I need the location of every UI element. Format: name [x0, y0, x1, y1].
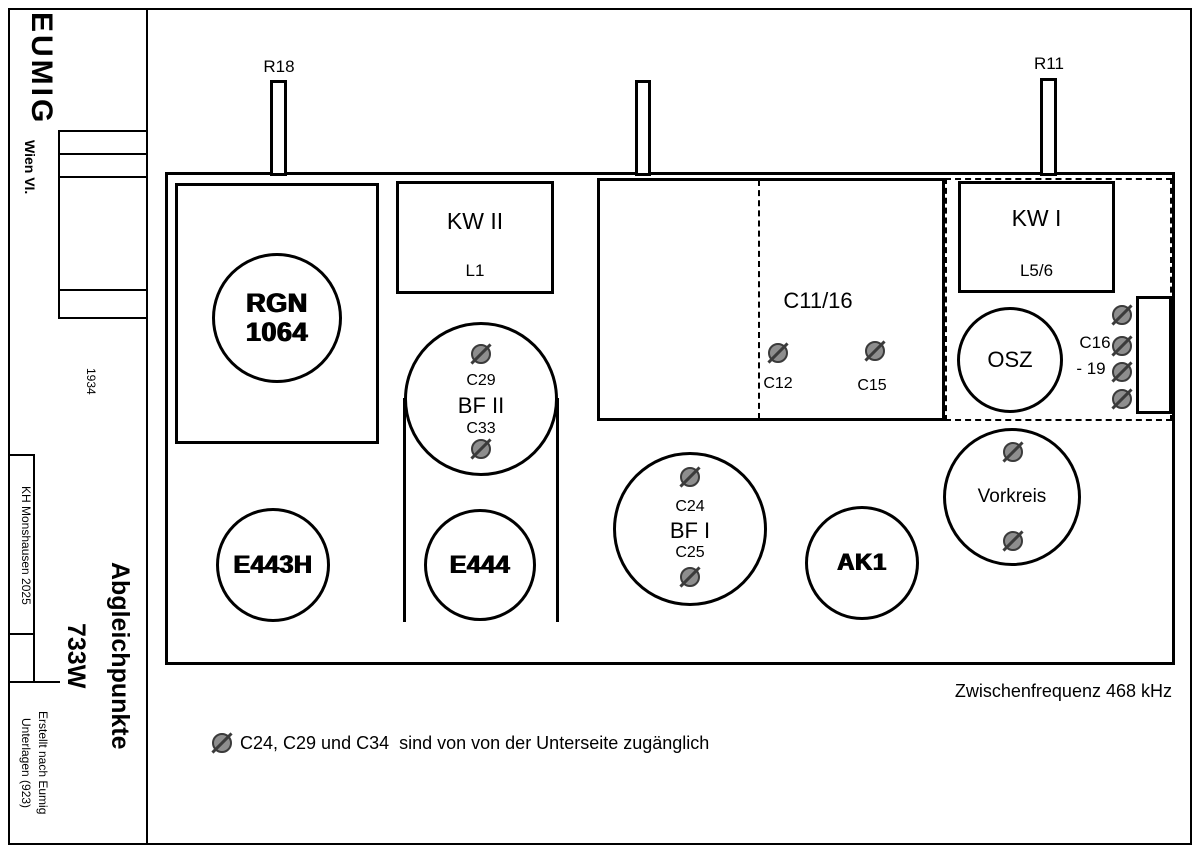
kw1-coil-label: KW I: [1011, 205, 1062, 231]
center-post: [635, 80, 651, 176]
adjustment-screw-icon-c24: [680, 467, 700, 487]
titleblock-divider-line: [58, 130, 147, 132]
credit-note: Erstellt nach Eumig Unterlagen (923): [17, 686, 51, 840]
adjustment-screw-icon-c15: [865, 341, 885, 361]
titleblock-divider-line: [8, 633, 35, 635]
titleblock-divider-line: [58, 153, 147, 155]
adjustment-screw-icon-c17: [1112, 336, 1132, 356]
adjustment-screw-icon-c19: [1112, 389, 1132, 409]
resistor-r18: [270, 80, 287, 176]
c16-19-label-line1: C16: [1079, 333, 1111, 352]
kw2-coil-label: KW II: [446, 208, 504, 234]
c33-label: C33: [466, 420, 496, 437]
tube-ak1: AK1: [805, 506, 919, 620]
author-name: KH Monshausen 2025: [19, 485, 33, 605]
drawing-title-line-1: Abgleichpunkte: [106, 562, 134, 750]
adjustment-screw-icon-legend: [212, 733, 232, 753]
resistor-r11-label: R11: [1034, 54, 1064, 73]
c24-label: C24: [675, 498, 705, 515]
adjustment-screw-icon-c16: [1112, 305, 1132, 325]
bf2-shield-line-right: [556, 398, 559, 622]
tube-bf2-label: BF II: [457, 393, 505, 418]
c1116-capacitor-box: [597, 178, 945, 421]
kw1-coil-sublabel: L5/6: [1019, 261, 1054, 280]
tube-bf1-label: BF I: [669, 518, 711, 543]
bf2-shield-line-left: [403, 398, 406, 622]
drawing-year: 1934: [84, 368, 98, 395]
rgn1064-box: [175, 183, 379, 444]
chassis-outline: [165, 172, 1175, 665]
c15-label: C15: [857, 377, 887, 394]
c29-label: C29: [466, 372, 496, 389]
titleblock-divider-line: [58, 289, 147, 291]
credit-line-2: Unterlagen (923): [19, 717, 33, 809]
titleblock-divider-line: [58, 130, 60, 319]
company-name: EUMIG: [25, 12, 58, 126]
titleblock-right-divider: [146, 8, 148, 845]
adjustment-screw-icon-vorkreis-top: [1003, 442, 1023, 462]
resistor-r11: [1040, 78, 1057, 176]
tube-osz: OSZ: [957, 307, 1063, 413]
titleblock-divider-line: [58, 317, 147, 319]
titleblock-divider-line: [58, 176, 147, 178]
c25-label: C25: [675, 544, 705, 561]
tube-e443h: E443H: [216, 508, 330, 622]
c16-19-label-line2: - 19: [1076, 359, 1106, 378]
legend-note: C24, C29 und C34 sind von von der Unters…: [240, 733, 710, 753]
resistor-r18-label: R18: [263, 57, 295, 76]
adjustment-screw-icon-c33: [471, 439, 491, 459]
tube-e444-label: E444: [449, 550, 511, 579]
adjustment-screw-icon-c25: [680, 567, 700, 587]
drawing-title: Abgleichpunkte 733W: [54, 540, 142, 772]
adjustment-screw-icon-c18: [1112, 362, 1132, 382]
adjustment-screw-icon-c12: [768, 343, 788, 363]
tube-e444: E444: [424, 509, 536, 621]
tube-osz-label: OSZ: [987, 347, 1033, 372]
kw1-coil-box: [958, 181, 1115, 293]
c1116-divider-dashed: [758, 180, 760, 419]
credit-line-1: Erstellt nach Eumig: [36, 711, 50, 815]
intermediate-frequency-note: Zwischenfrequenz 468 kHz: [954, 681, 1172, 701]
tube-rgn1064-label-line1: RGN: [246, 288, 308, 318]
adjustment-screw-icon-vorkreis-bottom: [1003, 531, 1023, 551]
page-border: [8, 8, 1192, 845]
kw2-coil-sublabel: L1: [465, 261, 485, 280]
adjustment-screw-icon-c29: [471, 344, 491, 364]
tube-rgn1064: RGN 1064: [212, 253, 342, 383]
c12-label: C12: [763, 375, 793, 392]
company-city: Wien VI.: [22, 140, 38, 195]
titleblock-divider-line: [8, 681, 60, 683]
tube-ak1-label: AK1: [837, 549, 887, 576]
vorkreis-label: Vorkreis: [977, 486, 1047, 507]
c1116-label: C11/16: [783, 288, 853, 313]
tube-rgn1064-label-line2: 1064: [245, 317, 309, 347]
titleblock-divider-line: [8, 454, 35, 456]
drawing-title-line-2: 733W: [62, 623, 90, 689]
kw2-coil-box: [396, 181, 554, 294]
titleblock-divider-line: [33, 454, 35, 683]
tube-e443h-label: E443H: [233, 550, 313, 579]
trimmer-strip-box: [1136, 296, 1172, 414]
